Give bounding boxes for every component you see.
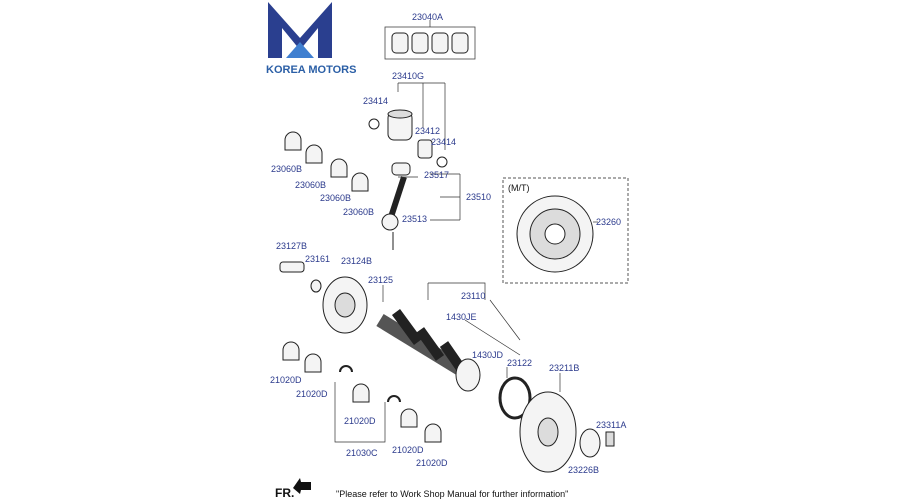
part-label: 23211B: [549, 363, 579, 373]
part-label: 1430JD: [472, 350, 504, 360]
part-label: 23110: [461, 291, 485, 301]
part-label: 23414: [431, 137, 456, 147]
part-label: 23161: [305, 254, 330, 264]
part-label: 21020D: [344, 416, 376, 426]
part-label: 23060B: [320, 193, 351, 203]
part-label: 23060B: [295, 180, 326, 190]
crankshaft: [376, 282, 521, 392]
part-label: 21020D: [296, 389, 328, 399]
part-label: 23060B: [271, 164, 302, 174]
part-label: 21020D: [416, 458, 448, 468]
reluctor-ring: [498, 376, 532, 420]
main-bearings-lower: [282, 341, 442, 443]
part-label: 23410G: [392, 71, 424, 81]
part-label: 21020D: [392, 445, 424, 455]
piston-ring-set: [384, 20, 476, 60]
part-label: 23124B: [341, 256, 372, 266]
crank-pulley: [279, 261, 384, 334]
part-label: 23412: [415, 126, 440, 136]
part-label: 23414: [363, 96, 388, 106]
part-label: 23517: [424, 170, 449, 180]
part-label: 23060B: [343, 207, 374, 217]
logo-mark-light: [286, 42, 314, 58]
drive-plate: [519, 373, 615, 473]
part-label: 23122: [507, 358, 532, 368]
part-label: 23040A: [412, 12, 443, 22]
part-label: 23510: [466, 192, 491, 202]
part-labels: 23040A 23410G 23414 23412 23414 23060B 2…: [270, 12, 626, 475]
connecting-rod: [381, 162, 461, 250]
brand-name: KOREA MOTORS: [266, 64, 356, 76]
flywheel-box-label: (M/T): [508, 183, 530, 193]
footer-note: "Please refer to Work Shop Manual for fu…: [336, 489, 568, 499]
piston-assembly: [368, 82, 448, 168]
flywheel-group: (M/T): [502, 177, 629, 284]
part-label: 23127B: [276, 241, 307, 251]
part-label: 23260: [596, 217, 621, 227]
main-bearings-upper: [284, 131, 369, 192]
part-label: 21020D: [270, 375, 302, 385]
part-label: 21030C: [346, 448, 378, 458]
part-label: 23311A: [596, 420, 626, 430]
fr-label: FR.: [275, 486, 294, 500]
part-label: 23513: [402, 214, 427, 224]
part-label: 1430JE: [446, 312, 477, 322]
part-label: 23226B: [568, 465, 599, 475]
part-label: 23125: [368, 275, 393, 285]
front-arrow-icon: [293, 478, 311, 494]
korea-motors-logo: KOREA MOTORS: [266, 2, 356, 76]
